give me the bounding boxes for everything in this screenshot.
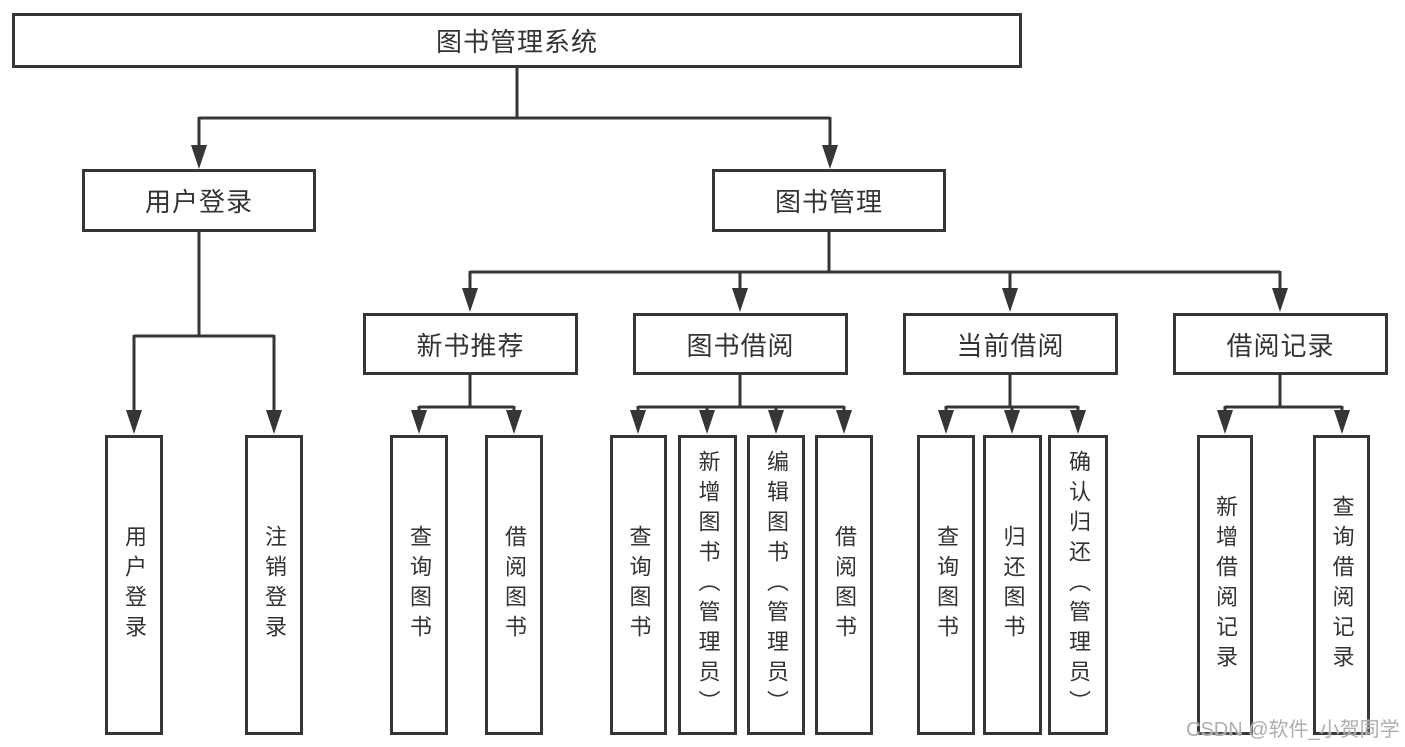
- node-borrowing-records: 借阅记录: [1173, 313, 1388, 375]
- node-leaf-user-login: 用户登录: [105, 435, 163, 735]
- node-new-book-recommend: 新书推荐: [363, 313, 578, 375]
- arrowhead: [768, 410, 784, 434]
- arrowhead: [836, 410, 852, 434]
- leaf-label: 确认归还（管理员）: [1066, 450, 1091, 720]
- borrowing-to-leaves-connector: [636, 374, 846, 412]
- leaf-label: 查询图书: [626, 525, 652, 645]
- leaf-label: 用户登录: [122, 525, 147, 645]
- arrowhead: [462, 288, 478, 312]
- node-leaf-add-borrow-record: 新增借阅记录: [1197, 435, 1253, 735]
- node-leaf-borrow-books-1: 借阅图书: [485, 435, 543, 735]
- arrowhead: [411, 410, 427, 434]
- arrowhead: [126, 410, 142, 434]
- arrowhead: [191, 145, 207, 169]
- node-leaf-query-books-1: 查询图书: [390, 435, 448, 735]
- leaf-label: 查询图书: [934, 525, 959, 645]
- leaf-label: 新增借阅记录: [1213, 495, 1238, 675]
- user-login-to-leaves-connector: [132, 231, 276, 412]
- arrowhead: [1217, 410, 1233, 434]
- arrowhead: [938, 410, 954, 434]
- node-book-borrowing: 图书借阅: [633, 313, 848, 375]
- arrowhead: [699, 410, 715, 434]
- root-to-level2-connector: [197, 67, 832, 147]
- node-leaf-return-books: 归还图书: [983, 435, 1042, 735]
- node-book-management: 图书管理: [712, 169, 946, 232]
- node-leaf-edit-books-admin: 编辑图书（管理员）: [747, 435, 805, 735]
- node-root-library-system: 图书管理系统: [12, 13, 1022, 68]
- leaf-label: 新增图书（管理员）: [695, 450, 721, 720]
- arrowheads: [126, 145, 1350, 434]
- arrowhead: [732, 288, 748, 312]
- leaf-label: 编辑图书（管理员）: [764, 450, 789, 720]
- leaf-label: 查询借阅记录: [1329, 495, 1355, 675]
- new-books-to-leaves-connector: [417, 374, 516, 412]
- arrowhead: [1070, 410, 1086, 434]
- node-leaf-query-borrow-record: 查询借阅记录: [1313, 435, 1370, 735]
- leaf-label: 查询图书: [407, 525, 432, 645]
- leaf-label: 借阅图书: [832, 525, 857, 645]
- arrowhead: [1004, 410, 1020, 434]
- leaf-label: 注销登录: [262, 525, 287, 645]
- arrowhead: [1334, 410, 1350, 434]
- node-leaf-confirm-return-admin: 确认归还（管理员）: [1048, 435, 1108, 735]
- arrowhead: [630, 410, 646, 434]
- node-current-borrowing: 当前借阅: [903, 313, 1118, 375]
- leaf-label: 归还图书: [1000, 525, 1026, 645]
- node-leaf-logout: 注销登录: [245, 435, 303, 735]
- arrowhead: [506, 410, 522, 434]
- node-leaf-query-books-3: 查询图书: [917, 435, 975, 735]
- node-leaf-borrow-books-2: 借阅图书: [815, 435, 873, 735]
- records-to-leaves-connector: [1223, 374, 1344, 412]
- book-mgmt-to-level3-connector: [468, 231, 1282, 290]
- arrowhead: [822, 145, 838, 169]
- current-to-leaves-connector: [944, 374, 1080, 412]
- node-leaf-query-books-2: 查询图书: [610, 435, 667, 735]
- leaf-label: 借阅图书: [502, 525, 527, 645]
- node-user-login: 用户登录: [82, 169, 316, 232]
- arrowhead: [266, 410, 282, 434]
- arrowhead: [1002, 288, 1018, 312]
- csdn-watermark: CSDN @软件_小贺同学: [1186, 719, 1400, 741]
- arrowhead: [1272, 288, 1288, 312]
- node-leaf-add-books-admin: 新增图书（管理员）: [678, 435, 737, 735]
